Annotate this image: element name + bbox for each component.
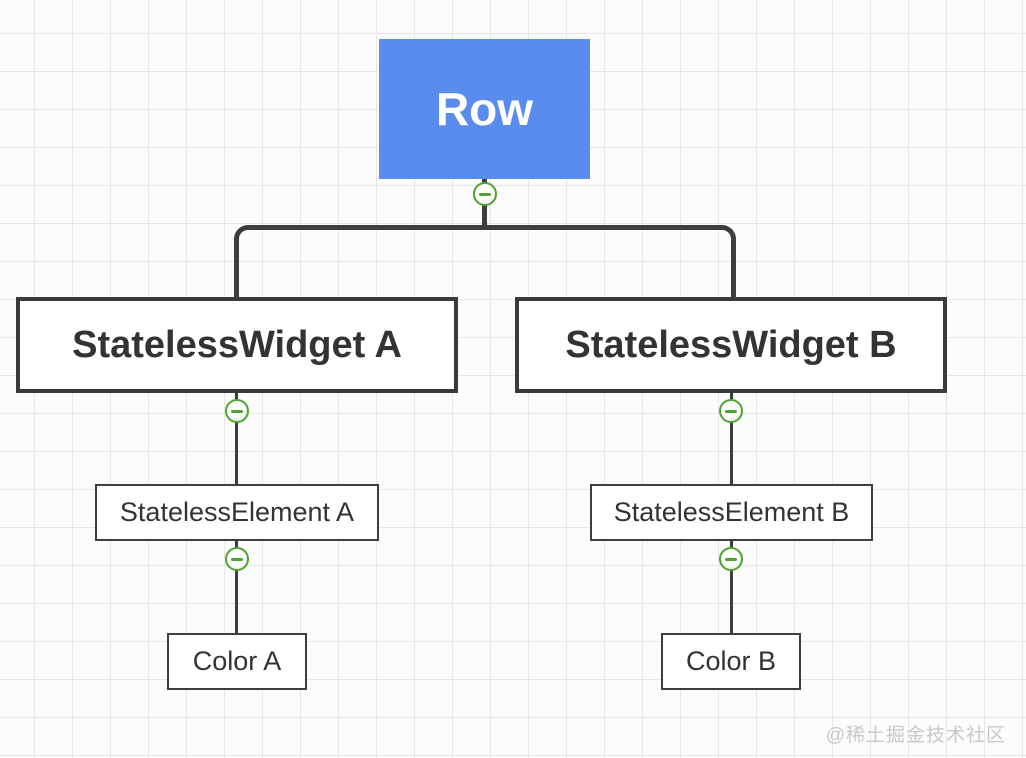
connector-widget-b-element-b: [730, 393, 733, 484]
node-stateless-widget-a[interactable]: StatelessWidget A: [16, 297, 458, 393]
node-stateless-element-b-label: StatelessElement B: [613, 497, 850, 527]
node-color-b[interactable]: Color B: [661, 633, 801, 690]
collapse-button-element-b[interactable]: [719, 547, 743, 571]
minus-icon: [231, 557, 243, 561]
collapse-button-widget-b[interactable]: [719, 399, 743, 423]
node-stateless-element-a-label: StatelessElement A: [119, 497, 355, 527]
minus-icon: [479, 192, 491, 196]
connector-element-a-color-a: [235, 541, 238, 633]
collapse-button-element-a[interactable]: [225, 547, 249, 571]
node-color-a-label: Color A: [192, 646, 282, 676]
node-row[interactable]: Row: [379, 39, 590, 179]
node-stateless-widget-a-label: StatelessWidget A: [72, 323, 402, 366]
watermark: @稀土掘金技术社区: [825, 725, 1006, 746]
minus-icon: [725, 557, 737, 561]
node-stateless-widget-b-label: StatelessWidget B: [565, 323, 897, 366]
connector-element-b-color-b: [730, 541, 733, 633]
node-stateless-widget-b[interactable]: StatelessWidget B: [515, 297, 947, 393]
node-color-b-label: Color B: [685, 646, 777, 676]
node-stateless-element-b[interactable]: StatelessElement B: [590, 484, 873, 541]
node-row-label: Row: [435, 83, 534, 135]
minus-icon: [725, 409, 737, 413]
connector-branch-bracket: [234, 225, 736, 297]
collapse-button-row[interactable]: [473, 182, 497, 206]
connector-widget-a-element-a: [235, 393, 238, 484]
node-stateless-element-a[interactable]: StatelessElement A: [95, 484, 379, 541]
minus-icon: [231, 409, 243, 413]
node-color-a[interactable]: Color A: [167, 633, 307, 690]
collapse-button-widget-a[interactable]: [225, 399, 249, 423]
